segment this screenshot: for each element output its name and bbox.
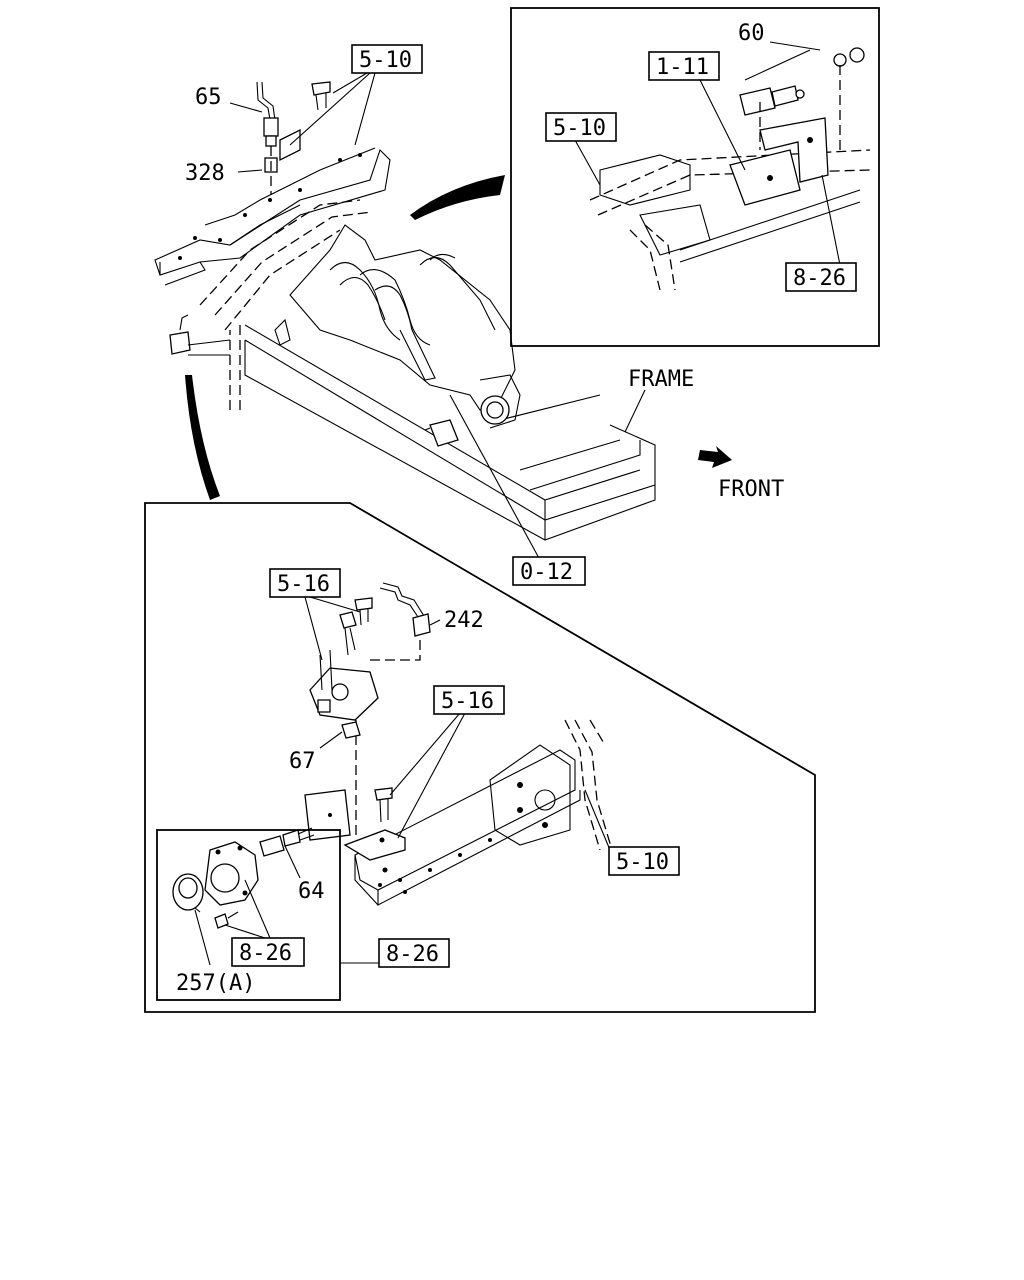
chassis-frame xyxy=(169,199,656,541)
bolt-top xyxy=(279,81,331,162)
callout-242: 242 xyxy=(444,608,484,633)
ref-box-inset-1-11: 1-11 xyxy=(648,51,720,81)
ref-box-lower-5-10: 5-10 xyxy=(608,846,680,876)
svg-text:1-11: 1-11 xyxy=(656,55,709,80)
detail-lower xyxy=(144,502,816,1013)
svg-text:5-10: 5-10 xyxy=(616,850,669,875)
svg-text:5-16: 5-16 xyxy=(441,689,494,714)
svg-text:0-12: 0-12 xyxy=(520,560,573,585)
front-arrow-icon xyxy=(698,446,732,468)
label-front: FRONT xyxy=(718,477,784,502)
label-frame: FRAME xyxy=(628,367,694,392)
ref-box-top-5-10: 5-10 xyxy=(351,44,423,74)
ref-box-lower-8-26: 8-26 xyxy=(378,938,450,968)
detail-inset-top-right xyxy=(510,7,880,347)
svg-text:8-26: 8-26 xyxy=(386,942,439,967)
ref-box-inset-8-26: 8-26 xyxy=(785,262,857,292)
callout-257a: 257(A) xyxy=(176,971,255,996)
ref-box-lower-5-16-b: 5-16 xyxy=(433,685,505,715)
ref-box-lower-5-16-a: 5-16 xyxy=(269,568,341,598)
callout-67: 67 xyxy=(289,749,316,774)
inset-connector-top xyxy=(410,175,505,220)
callout-328: 328 xyxy=(185,161,225,186)
svg-text:5-10: 5-10 xyxy=(553,116,606,141)
ref-box-sub-8-26: 8-26 xyxy=(231,937,305,967)
svg-text:8-26: 8-26 xyxy=(239,941,292,966)
svg-text:5-10: 5-10 xyxy=(359,48,412,73)
crossmember-top xyxy=(154,147,391,286)
callout-64: 64 xyxy=(298,879,325,904)
ref-box-main-0-12: 0-12 xyxy=(512,556,586,586)
callout-65: 65 xyxy=(195,85,222,110)
svg-text:8-26: 8-26 xyxy=(793,266,846,291)
inset-connector-left xyxy=(185,375,220,500)
svg-text:5-16: 5-16 xyxy=(277,572,330,597)
sensor-65 xyxy=(256,81,279,195)
ref-box-inset-5-10: 5-10 xyxy=(545,112,617,142)
detail-sub-inset xyxy=(156,829,341,1001)
callout-60: 60 xyxy=(738,21,765,46)
